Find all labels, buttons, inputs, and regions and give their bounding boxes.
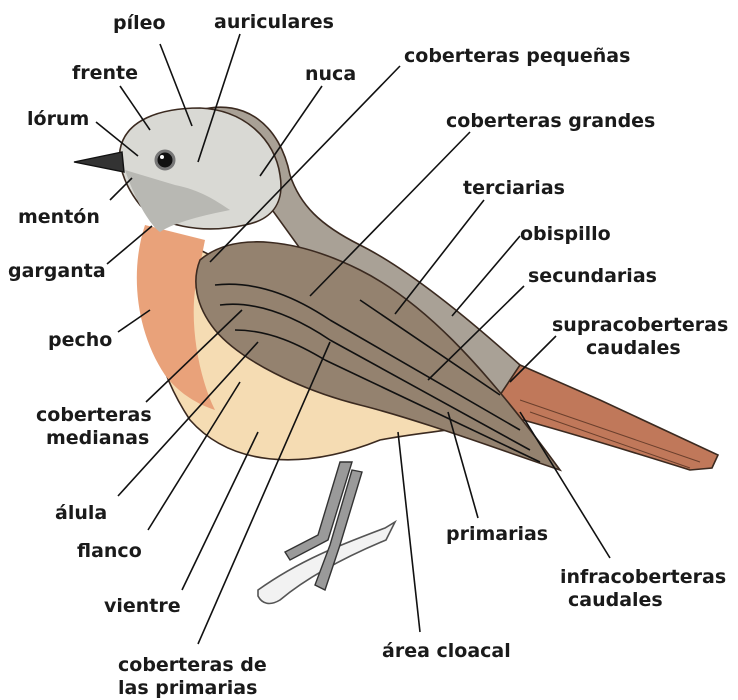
label-supracoberteras-2: caudales xyxy=(586,337,681,359)
beak xyxy=(74,152,124,172)
label-lorum: lórum xyxy=(27,108,89,130)
label-secundarias: secundarias xyxy=(528,265,657,287)
label-pileo: píleo xyxy=(113,12,166,34)
label-coberteras-medianas-2: medianas xyxy=(46,427,149,449)
label-infracoberteras-2: caudales xyxy=(568,589,663,611)
label-auriculares: auriculares xyxy=(214,11,334,33)
label-coberteras-primarias-2: las primarias xyxy=(118,677,257,699)
label-coberteras-grandes: coberteras grandes xyxy=(446,110,655,132)
label-frente: frente xyxy=(72,62,138,84)
eye xyxy=(156,151,174,169)
label-menton: mentón xyxy=(18,206,100,228)
label-vientre: vientre xyxy=(104,595,181,617)
label-infracoberteras-1: infracoberteras xyxy=(560,566,726,588)
label-area-cloacal: área cloacal xyxy=(382,640,511,662)
label-garganta: garganta xyxy=(8,260,106,282)
label-obispillo: obispillo xyxy=(520,223,611,245)
label-nuca: nuca xyxy=(305,63,356,85)
label-coberteras-pequenas: coberteras pequeñas xyxy=(404,45,630,67)
label-terciarias: terciarias xyxy=(463,177,565,199)
label-coberteras-medianas-1: coberteras xyxy=(36,404,152,426)
label-supracoberteras-1: supracoberteras xyxy=(552,314,728,336)
label-alula: álula xyxy=(55,502,107,524)
label-pecho: pecho xyxy=(48,329,112,351)
label-primarias: primarias xyxy=(446,523,548,545)
label-flanco: flanco xyxy=(77,540,142,562)
label-coberteras-primarias-1: coberteras de xyxy=(118,654,267,676)
